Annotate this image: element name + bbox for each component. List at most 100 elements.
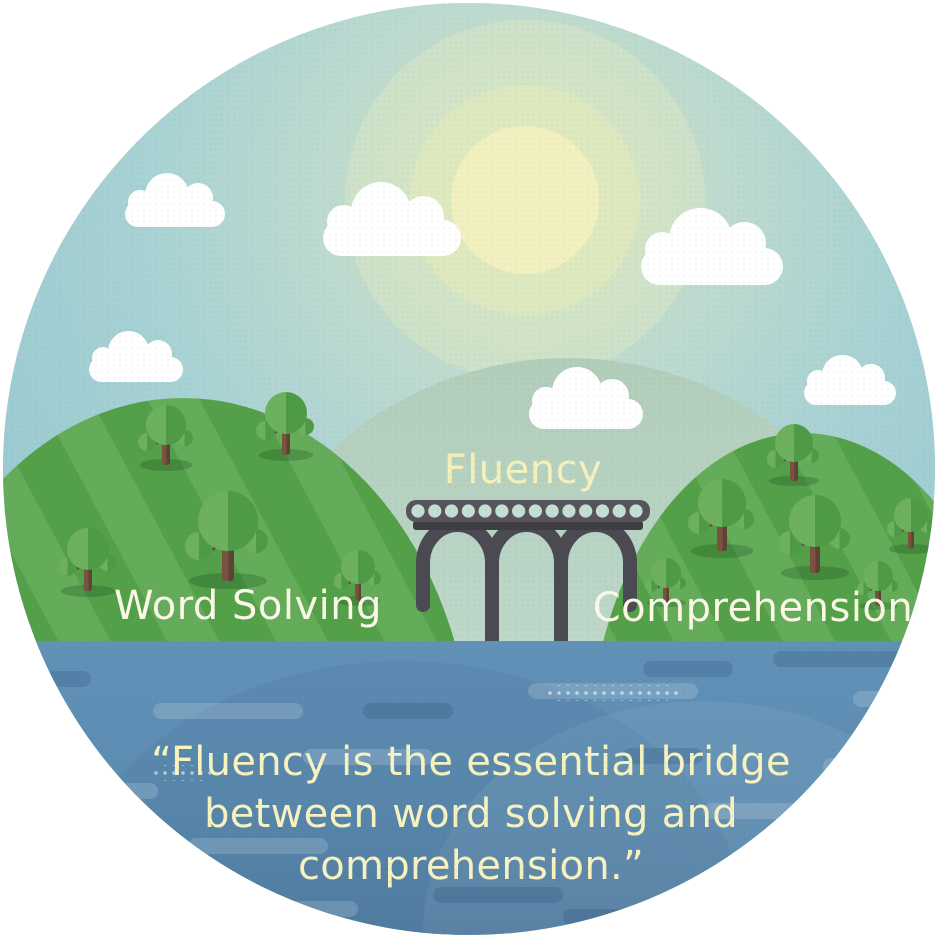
cloud-puff	[857, 364, 885, 392]
water-ripple	[823, 758, 933, 774]
water-ripple	[853, 691, 935, 707]
cloud-puff	[595, 378, 630, 413]
quote-line-2: between word solving and	[204, 791, 738, 837]
water-ripple	[883, 733, 935, 749]
water-ripple	[548, 685, 678, 701]
water-ripple	[153, 765, 213, 781]
clouds-layer	[3, 3, 935, 935]
water-ripple	[258, 901, 358, 917]
water-ripple	[303, 749, 433, 765]
cloud-puff	[183, 183, 213, 213]
bridge-deck-hole	[428, 504, 442, 518]
bridge-deck-hole	[612, 504, 626, 518]
bridge-deck-hole	[595, 504, 610, 518]
scene-circle: Fluency Word Solving Comprehension “Flue…	[3, 3, 935, 935]
tree-trunk	[717, 504, 727, 551]
tree-canopy	[894, 498, 928, 532]
water-ripple	[643, 661, 733, 677]
tree-trunk	[222, 522, 234, 581]
tree-canopy	[789, 495, 841, 547]
water-ripple	[703, 803, 833, 819]
water-ripple	[21, 671, 91, 687]
cloud-icon	[529, 365, 643, 429]
bridge-deck-hole	[579, 504, 593, 518]
tree-shadow	[888, 544, 934, 554]
cloud-icon	[323, 179, 461, 257]
cloud-puff	[551, 367, 602, 418]
bridge-icon	[406, 500, 650, 668]
quote-line-1: “Fluency is the essential bridge	[151, 739, 791, 785]
cloud-icon	[804, 353, 896, 405]
tree-canopy	[863, 561, 893, 591]
left-hill-label: Word Solving	[113, 583, 383, 629]
cloud-puff	[806, 370, 829, 393]
tree-shadow	[690, 544, 754, 558]
water-ripple	[743, 865, 863, 881]
bridge-deck-hole	[562, 504, 576, 518]
tree-canopy	[698, 479, 746, 527]
cloud-icon	[641, 205, 783, 285]
tree-shadow	[60, 585, 116, 597]
bridge-deck-hole	[461, 504, 475, 518]
cloud-puff	[403, 195, 445, 237]
tree-shadow	[769, 475, 819, 487]
bridge-deck-hole	[512, 504, 526, 518]
tree-trunk	[810, 522, 820, 573]
right-hill-label: Comprehension	[592, 585, 914, 631]
tree-shadow	[258, 449, 314, 461]
bridge-deck-hole	[629, 504, 643, 518]
tree-trunk	[663, 573, 669, 603]
tree-trunk	[84, 550, 92, 591]
tree-trunk	[907, 515, 915, 549]
tree-canopy	[265, 392, 307, 434]
cloud-puff	[532, 386, 560, 415]
water-ripple	[563, 909, 673, 925]
bridge-deck-hole	[528, 504, 542, 518]
water-ripple	[623, 748, 703, 764]
tree-canopy	[198, 491, 258, 551]
quote-text: “Fluency is the essential bridge between…	[111, 736, 831, 892]
sun-icon	[451, 126, 599, 274]
tree-trunk	[354, 567, 362, 601]
bridge-deck-hole	[495, 504, 509, 518]
water	[3, 641, 935, 935]
bridge-deck-hole	[545, 504, 559, 518]
water-ripple	[363, 703, 453, 719]
bridge-deck-hole	[444, 504, 459, 518]
cloud-icon	[89, 329, 183, 382]
water-ripple	[153, 703, 303, 719]
bridge-deck-holes	[411, 504, 643, 518]
tree-trunk	[162, 426, 170, 465]
tree-trunk	[282, 414, 290, 455]
water-ripples-layer	[3, 3, 935, 935]
water-ripple	[433, 887, 563, 903]
bridge-deck-shadow	[413, 521, 643, 530]
cloud-puff	[107, 330, 150, 373]
tree-canopy	[775, 424, 813, 462]
cloud-puff	[143, 340, 172, 369]
bridge-deck-hole	[411, 504, 425, 518]
cloud-puff	[350, 181, 412, 243]
tree-canopy	[67, 528, 109, 570]
bridge-deck-hole	[478, 504, 492, 518]
bridge-label: Fluency	[443, 447, 603, 493]
water-ripple	[773, 651, 903, 667]
cloud-puff	[145, 173, 189, 217]
tree-canopy	[651, 558, 681, 588]
cloud-puff	[822, 354, 863, 396]
cloud-puff	[645, 231, 680, 267]
tree-shadow	[781, 565, 849, 581]
trees-layer	[3, 3, 935, 935]
tree-shadow	[335, 596, 381, 606]
cloud-puff	[91, 346, 115, 370]
cloud-puff	[723, 222, 766, 265]
water-ripple	[188, 838, 328, 854]
tree-trunk	[875, 576, 881, 606]
cloud-puff	[327, 205, 361, 239]
tree-trunk	[790, 443, 798, 481]
quote-line-3: comprehension.”	[297, 843, 645, 889]
water-ripple	[58, 783, 158, 799]
cloud-puff	[669, 207, 732, 271]
cloud-icon	[125, 171, 225, 227]
